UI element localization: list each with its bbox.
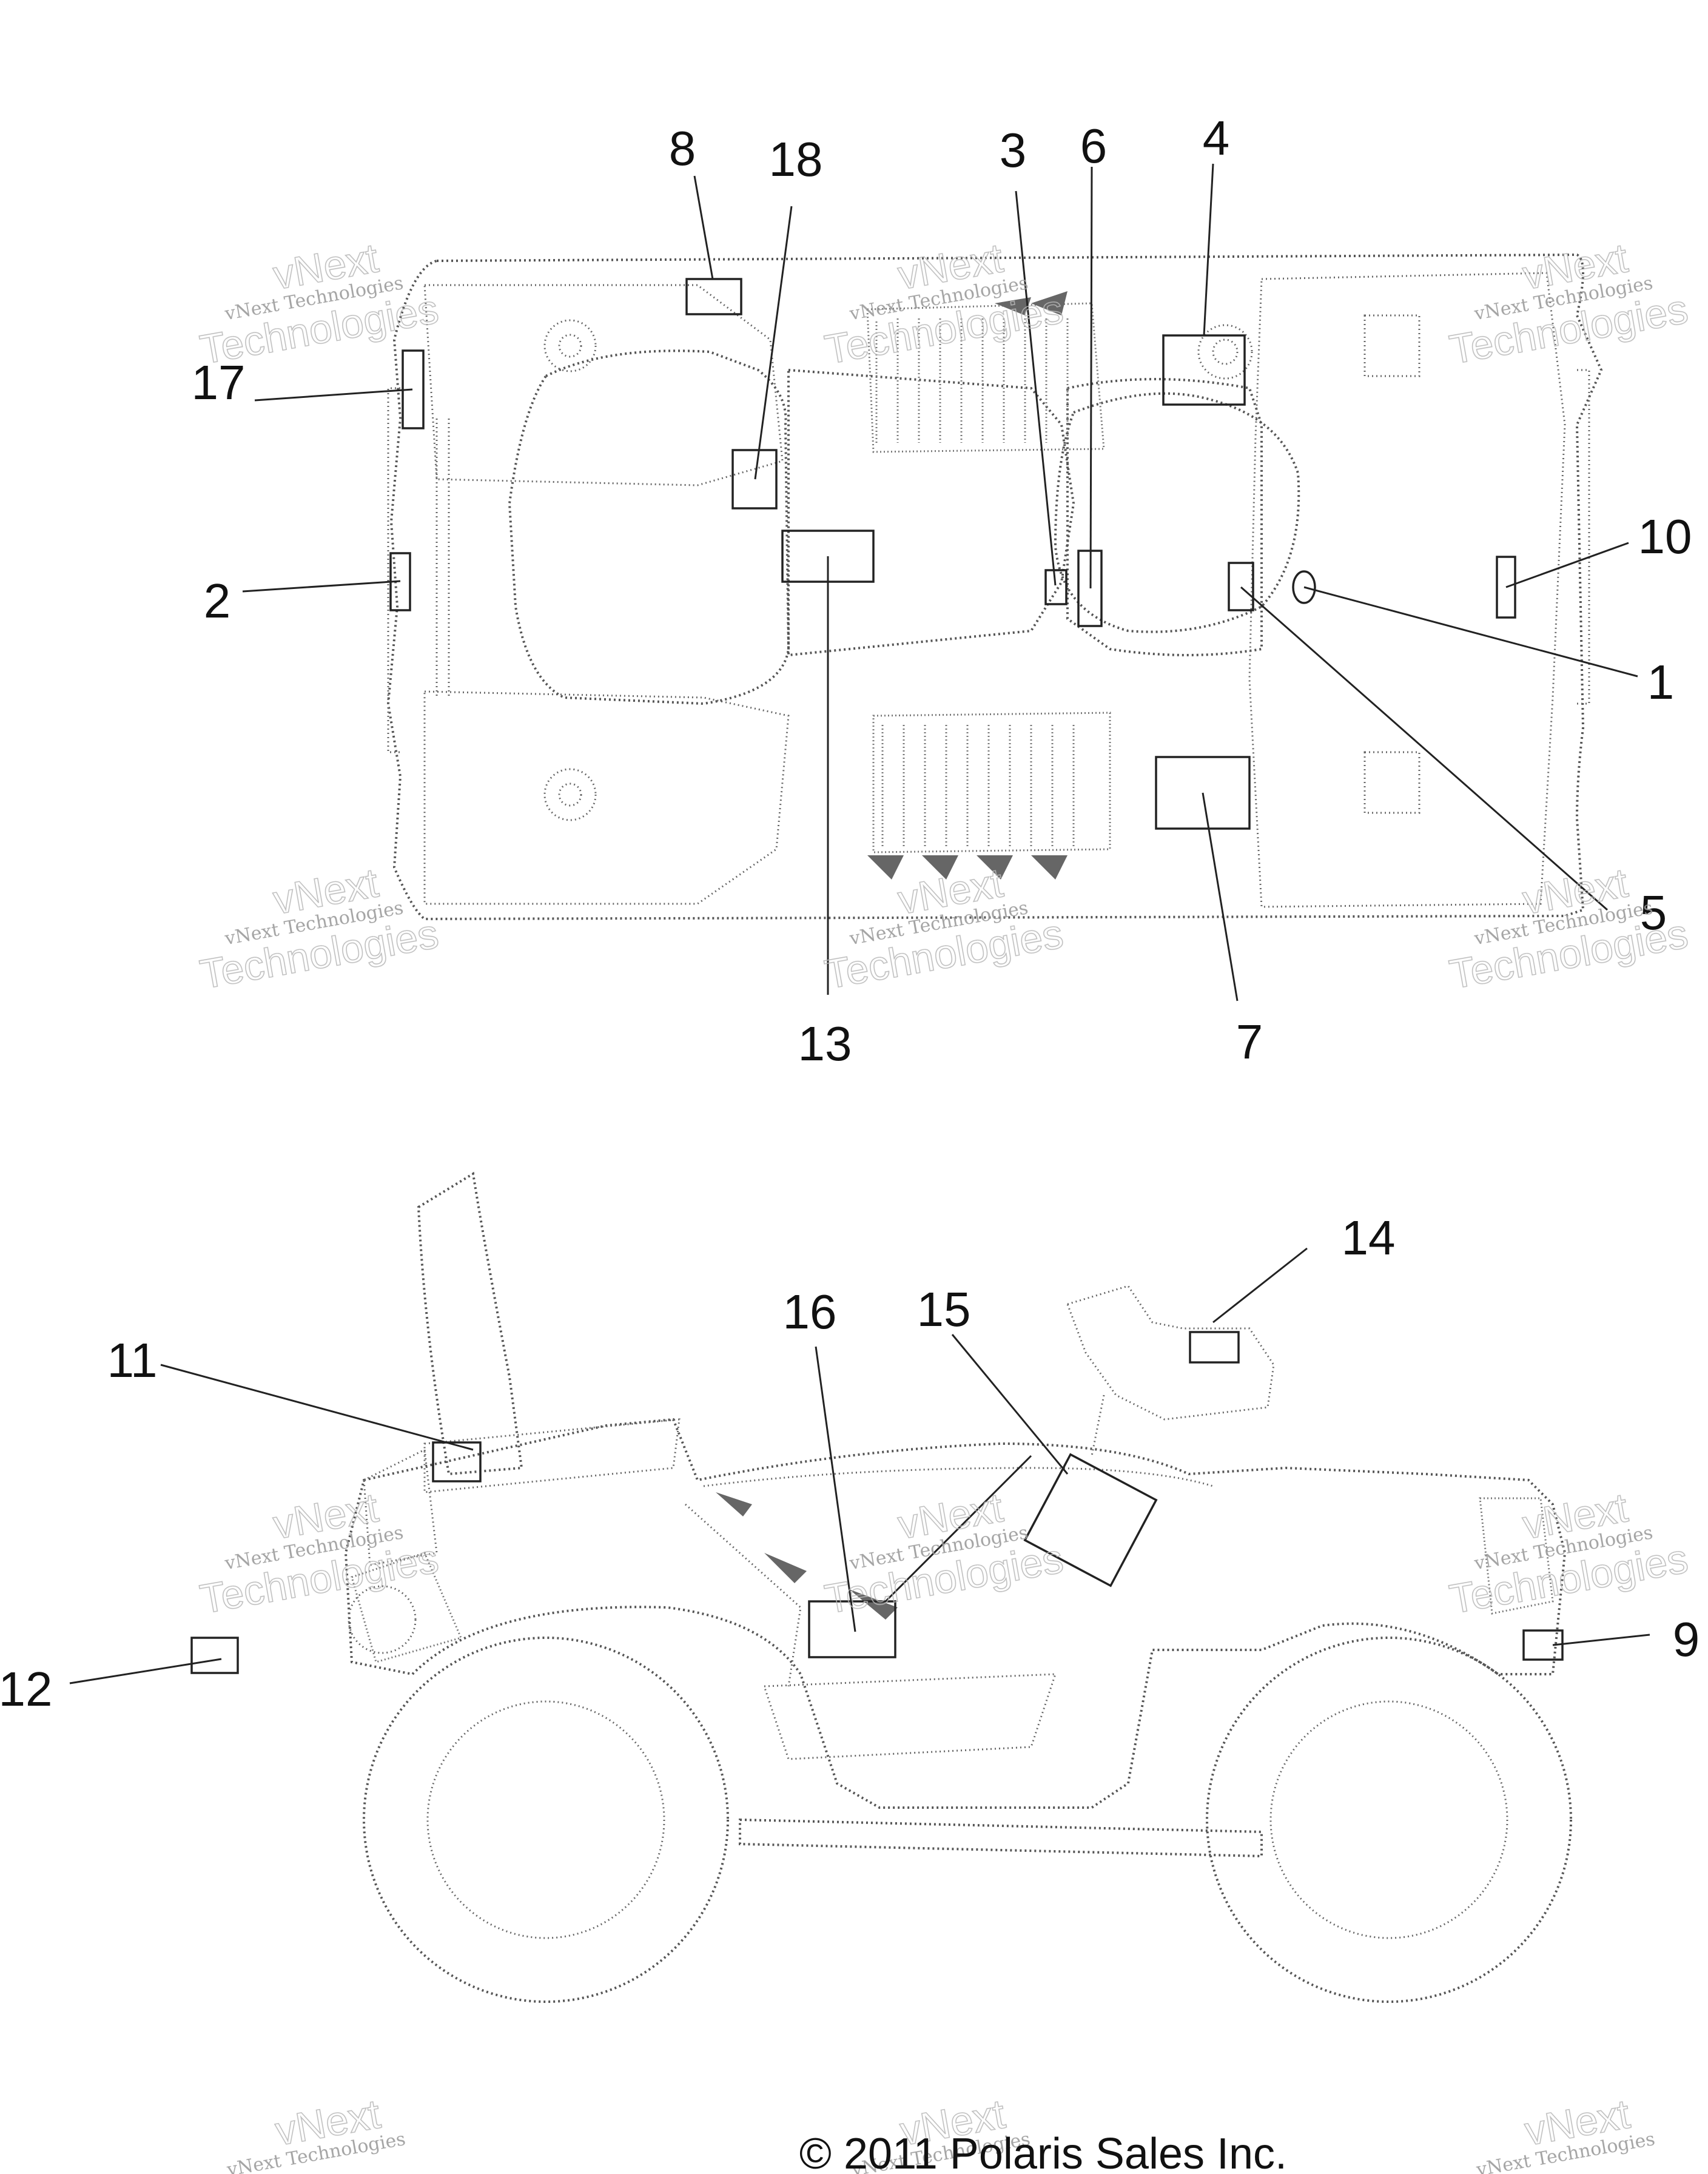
callout-14: 14 <box>1342 1211 1396 1265</box>
callout-17: 17 <box>192 355 246 409</box>
callout-3: 3 <box>1000 123 1027 177</box>
side-view-leaders <box>69 1247 1650 1684</box>
rear-wheel <box>363 1637 729 2003</box>
callout-16: 16 <box>783 1285 837 1339</box>
callout-9: 9 <box>1673 1612 1700 1666</box>
decal-10 <box>1496 556 1516 619</box>
decal-7 <box>1155 756 1251 830</box>
callout-12: 12 <box>0 1662 52 1716</box>
watermark-12: vNext vNext Technologies <box>1474 2090 1657 2174</box>
callout-18: 18 <box>769 132 823 186</box>
atv-top-view <box>386 253 1603 921</box>
copyright-notice: © 2011 Polaris Sales Inc. <box>799 2130 1287 2174</box>
top-view-leaders <box>242 163 1638 1001</box>
watermark-10: vNext vNext Technologies <box>225 2090 408 2174</box>
decal-3 <box>1044 569 1068 605</box>
decal-9 <box>1522 1629 1564 1661</box>
callout-numbers: 8 18 3 6 4 17 2 10 1 5 13 7 14 16 15 11 … <box>0 111 1700 1716</box>
watermarks: vNext vNext Technologies Technologies vN… <box>196 234 1692 2174</box>
callout-4: 4 <box>1203 111 1230 165</box>
top-view-decals <box>389 278 1516 830</box>
side-view-decals <box>190 1331 1564 1674</box>
decal-14 <box>1189 1331 1240 1364</box>
callout-6: 6 <box>1080 119 1108 173</box>
decal-8 <box>685 278 742 315</box>
decal-4 <box>1162 334 1246 406</box>
decal-5 <box>1228 562 1254 611</box>
decal-12 <box>190 1637 239 1674</box>
decal-16 <box>808 1600 896 1658</box>
callout-5: 5 <box>1640 886 1667 940</box>
decal-18 <box>731 449 778 510</box>
watermark-8: vNext vNext Technologies Technologies <box>821 1484 1067 1623</box>
callout-1: 1 <box>1647 655 1675 709</box>
decal-15 <box>1023 1453 1158 1587</box>
watermark-3: vNext vNext Technologies Technologies <box>1445 234 1692 373</box>
callout-2: 2 <box>204 574 231 628</box>
decal-1 <box>1292 570 1316 604</box>
atv-side-view <box>344 1171 1572 2003</box>
watermark-4: vNext vNext Technologies Technologies <box>196 859 442 998</box>
callout-13: 13 <box>798 1017 852 1071</box>
callout-8: 8 <box>669 121 696 175</box>
callout-15: 15 <box>917 1282 971 1336</box>
watermark-9: vNext vNext Technologies Technologies <box>1445 1484 1692 1623</box>
callout-11: 11 <box>107 1333 157 1387</box>
callout-7: 7 <box>1236 1015 1263 1069</box>
watermark-5: vNext vNext Technologies Technologies <box>821 859 1067 998</box>
decal-11 <box>432 1441 482 1482</box>
front-wheel <box>1206 1637 1572 2003</box>
callout-10: 10 <box>1638 510 1692 564</box>
watermark-6: vNext vNext Technologies Technologies <box>1445 859 1692 998</box>
watermark-2: vNext vNext Technologies Technologies <box>821 234 1067 373</box>
watermark-7: vNext vNext Technologies Technologies <box>196 1484 442 1623</box>
